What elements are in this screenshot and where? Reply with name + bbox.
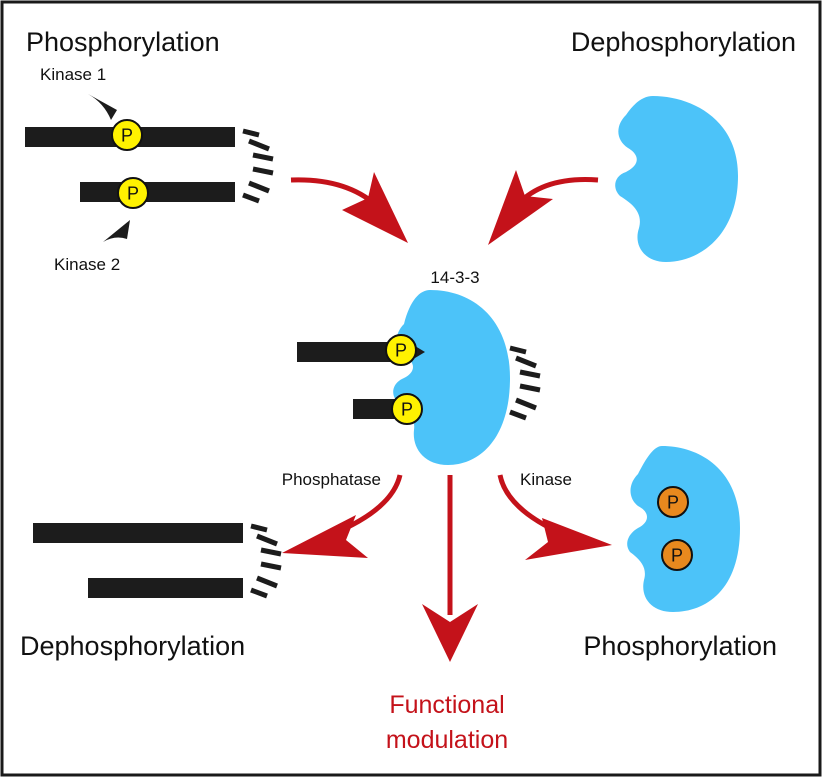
p-label: P xyxy=(121,126,133,146)
protein-14-3-3-complex xyxy=(393,290,510,465)
fringe-mark xyxy=(509,345,527,355)
strand-bottom xyxy=(80,182,235,202)
fringe-mark xyxy=(252,166,274,176)
arrow-functional-head-icon xyxy=(422,604,478,662)
fringe-mark xyxy=(515,355,537,369)
p-label: P xyxy=(401,400,413,420)
complex-strand-top xyxy=(297,342,397,362)
p-label: P xyxy=(671,546,683,566)
fringe-mark xyxy=(248,180,270,194)
label-kinase: Kinase xyxy=(520,470,572,489)
label-kinase1: Kinase 1 xyxy=(40,65,106,84)
reaction-arrows xyxy=(282,170,612,662)
label-phosphorylation-top: Phosphorylation xyxy=(26,27,220,57)
label-phosphorylation-bottom: Phosphorylation xyxy=(583,631,777,661)
p-label: P xyxy=(395,341,407,361)
fringe-mark xyxy=(509,409,527,421)
fringe-mark xyxy=(519,369,541,379)
fringe-marks-icon xyxy=(250,523,282,599)
fringe-mark xyxy=(242,128,260,138)
fringe-mark xyxy=(256,575,278,589)
label-phosphatase: Phosphatase xyxy=(282,470,381,489)
phosphate-p-icon: P xyxy=(391,393,423,425)
p-label: P xyxy=(127,184,139,204)
fringe-mark xyxy=(260,547,282,557)
fringe-mark xyxy=(252,152,274,162)
protein-14-3-3-top-right xyxy=(615,96,738,262)
complex-strand-tip xyxy=(415,346,425,358)
dephospho-strand-bottom xyxy=(88,578,243,598)
label-functional: Functional xyxy=(389,691,504,719)
p-label: P xyxy=(667,493,679,513)
phosphate-p-icon: P xyxy=(657,486,689,518)
kinase1-arrowhead-icon xyxy=(88,94,117,120)
label-dephosphorylation-top: Dephosphorylation xyxy=(571,27,796,57)
protein-14-3-3-phospho xyxy=(627,446,740,612)
fringe-mark xyxy=(260,561,282,571)
fringe-mark xyxy=(248,138,270,152)
phosphate-p-icon: P xyxy=(661,539,693,571)
arrow-kinase-head-icon xyxy=(525,518,612,560)
fringe-mark xyxy=(519,383,541,393)
fringe-mark xyxy=(242,192,260,204)
phosphate-p-icon: P xyxy=(111,119,143,151)
arrow-phosphatase-head-icon xyxy=(282,515,368,558)
phosphate-p-icon: P xyxy=(117,177,149,209)
complex-strand-bottom xyxy=(353,399,398,419)
fringe-mark xyxy=(256,533,278,547)
fringe-mark xyxy=(250,523,268,533)
phosphate-p-icon: P xyxy=(385,334,417,366)
dephospho-strand-top xyxy=(33,523,243,543)
label-14-3-3: 14-3-3 xyxy=(430,268,479,287)
kinase2-arrowhead-icon xyxy=(103,220,130,242)
label-modulation: modulation xyxy=(386,726,508,754)
fringe-marks-icon xyxy=(509,345,541,421)
fringe-mark xyxy=(250,587,268,599)
arrow-left-to-complex-head-icon xyxy=(342,172,408,243)
label-dephosphorylation-bottom: Dephosphorylation xyxy=(20,631,245,661)
fringe-mark xyxy=(515,397,537,411)
label-kinase2: Kinase 2 xyxy=(54,255,120,274)
fringe-marks-icon xyxy=(242,128,274,204)
arrow-right-to-complex-head-icon xyxy=(488,170,553,245)
